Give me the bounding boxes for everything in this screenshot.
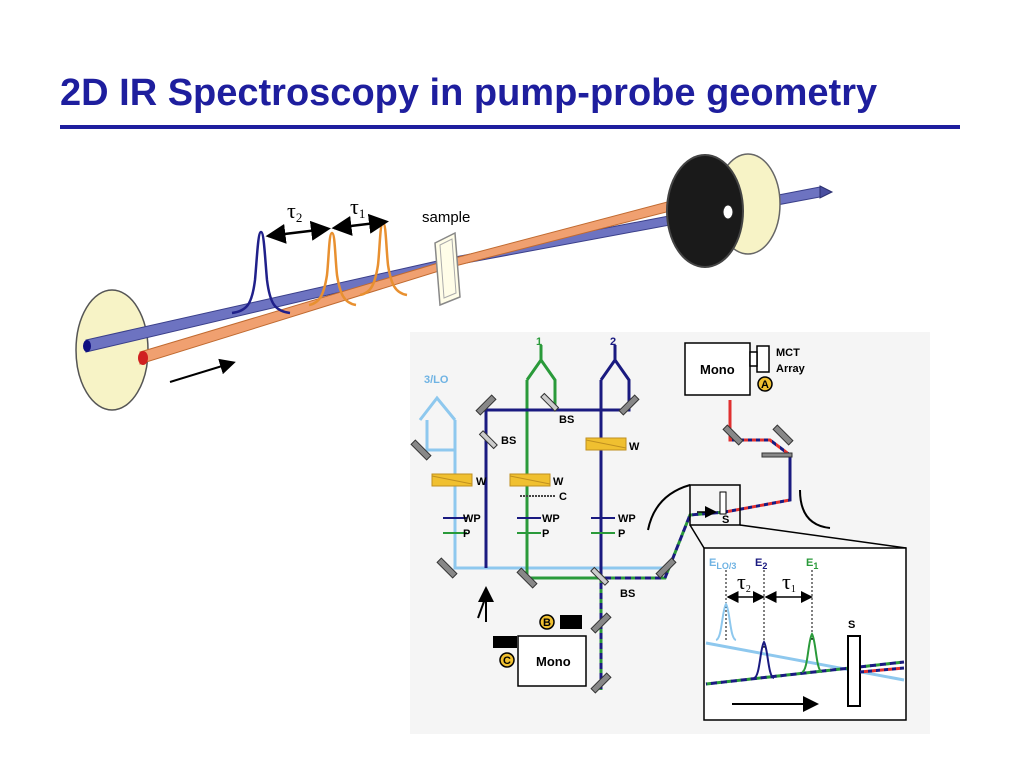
w-label-2: W <box>629 441 640 453</box>
marker-b-label: B <box>543 617 551 629</box>
mirror <box>475 394 497 416</box>
detector-c <box>493 636 517 648</box>
mono-a-label: Mono <box>700 362 735 377</box>
inset-pump-beam-b <box>705 660 905 686</box>
bs-label-1: BS <box>559 414 574 426</box>
mirror <box>761 452 793 458</box>
mirrors <box>410 394 794 694</box>
p-label-1: P <box>542 528 549 540</box>
sample-cell-small <box>719 491 727 515</box>
wp-label-2: WP <box>618 513 636 525</box>
beamsplitter <box>590 566 610 586</box>
mirror <box>590 612 612 634</box>
tau1-delay-arrow <box>331 213 389 236</box>
beamsplitter <box>540 392 560 412</box>
mirror <box>722 424 744 446</box>
sample-cell-inner <box>439 238 457 299</box>
sample-box <box>689 484 741 526</box>
beam-overview-diagram: τ2 τ1 sample <box>75 153 834 411</box>
bs-label-3: BS <box>620 588 635 600</box>
sample-label: sample <box>422 209 470 226</box>
chopper-label: C <box>559 491 567 503</box>
inset-s-label: S <box>848 619 855 631</box>
waveplate-line <box>509 475 551 485</box>
marker-b-circle <box>539 614 555 630</box>
mct-connector <box>749 351 758 367</box>
s-label: S <box>722 514 729 526</box>
zoom-line-left <box>689 524 705 549</box>
inset-output-beam <box>859 666 905 674</box>
w-label-1: W <box>553 476 564 488</box>
array-label: Array <box>776 363 806 375</box>
zoom-line-right <box>739 524 907 549</box>
p-label-lo: P <box>463 528 470 540</box>
marker-a-circle <box>757 376 773 392</box>
inset-e2-pulse <box>753 640 775 679</box>
w-label-lo: W <box>476 476 487 488</box>
marker-a-label: A <box>761 379 769 391</box>
inset-sample <box>847 635 861 707</box>
pump-block-disc <box>666 154 744 268</box>
inset-e2-label: E2 <box>755 557 767 571</box>
propagation-arrow <box>169 358 236 383</box>
parabolic-mirror-1 <box>647 484 691 531</box>
beam1-retro <box>525 357 557 410</box>
waveplates <box>431 437 627 487</box>
lo-beam-label: 3/LO <box>424 374 449 386</box>
mct-label: MCT <box>776 347 800 359</box>
pump-beam-origin <box>138 351 148 365</box>
beam2-label: 2 <box>610 336 616 348</box>
setup-diagram: 3/LO 1 2 BS BS BS W W W C WP <box>410 332 930 734</box>
probe-pulse <box>231 230 291 315</box>
bs-label-2: BS <box>501 435 516 447</box>
parabolic-mirror-2 <box>799 489 831 529</box>
polarizer-marks <box>443 517 615 534</box>
mirror <box>436 557 458 579</box>
marker-c-circle <box>499 652 515 668</box>
mirror <box>655 557 677 579</box>
inset-lo-beam <box>705 641 905 682</box>
mono-a <box>684 342 751 396</box>
inset-elo-label: ELO/3 <box>709 557 736 571</box>
mono-c <box>517 635 587 687</box>
mono-c-label: Mono <box>536 654 571 669</box>
slide-title: 2D IR Spectroscopy in pump-probe geometr… <box>60 72 878 114</box>
beam1-label: 1 <box>536 336 542 348</box>
mct-detector <box>756 345 770 373</box>
detector-b <box>560 615 582 629</box>
p-label-2: P <box>618 528 625 540</box>
beamsplitter <box>478 430 498 450</box>
marker-c-label: C <box>503 655 511 667</box>
mirror <box>590 672 612 694</box>
inset-tau1-label: τ1 <box>782 569 796 595</box>
mirror <box>772 424 794 446</box>
mirror <box>516 567 538 589</box>
wp-label-lo: WP <box>463 513 481 525</box>
inset-panel <box>703 547 907 721</box>
mirror <box>618 394 640 416</box>
detector-hole <box>722 204 734 220</box>
inset-e1-label: E1 <box>806 557 818 571</box>
tau2-label: τ2 <box>287 198 302 225</box>
probe-beam-tip <box>819 185 834 199</box>
probe-beam-origin <box>83 340 91 352</box>
wp-label-1: WP <box>542 513 560 525</box>
inset-lo-pulse <box>715 602 737 641</box>
lo-retro-top <box>418 395 457 421</box>
mirror <box>410 439 432 461</box>
tau1-label: τ1 <box>350 194 365 221</box>
sample-cell <box>434 231 461 307</box>
inset-tau2-label: τ2 <box>737 569 751 595</box>
inset-pump-beam <box>705 660 905 686</box>
waveplate-line <box>585 439 627 449</box>
tau2-delay-arrow <box>265 220 331 244</box>
title-underline <box>60 125 960 129</box>
waveplate-line <box>431 475 473 485</box>
inset-e1-pulse <box>801 632 823 673</box>
